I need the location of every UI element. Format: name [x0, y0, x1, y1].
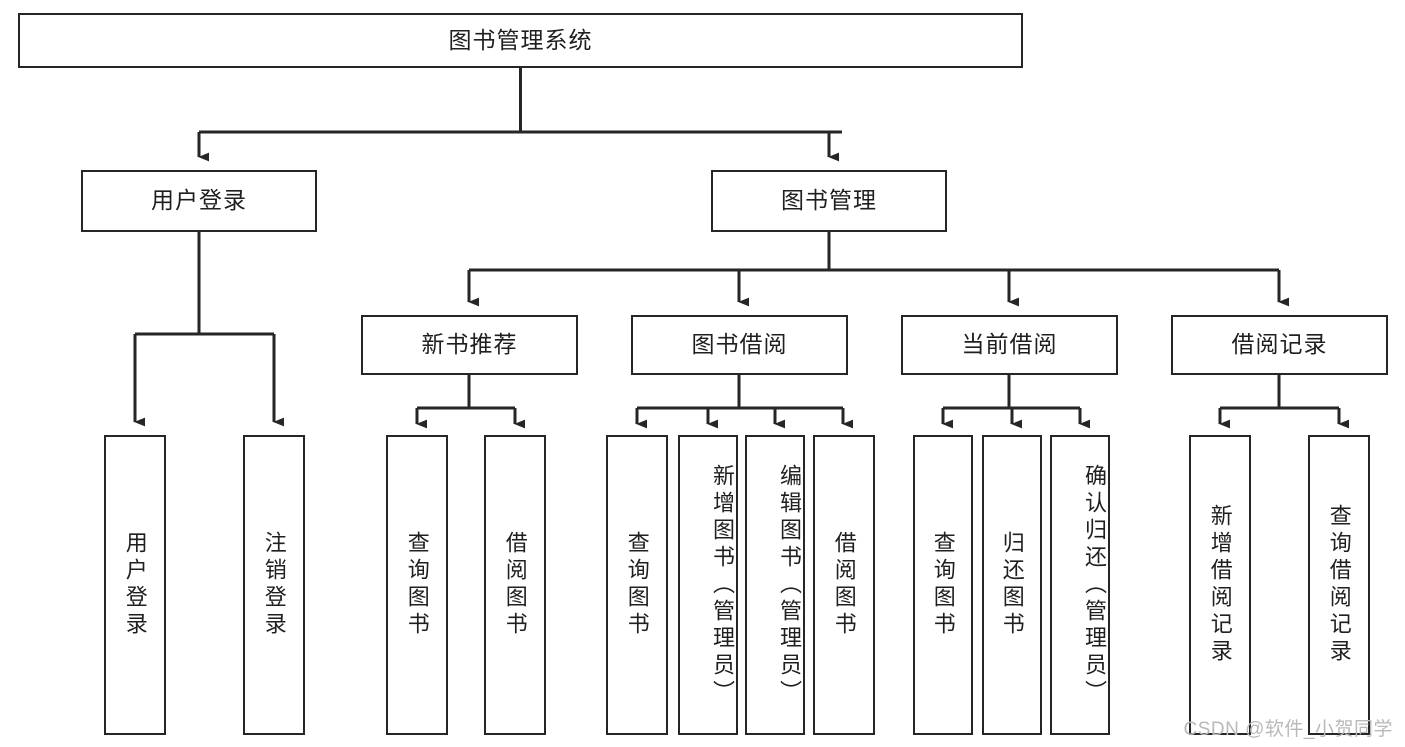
leaf-query-borrow-record[interactable]: 查询借阅记录 — [1308, 435, 1370, 735]
leaf-return-book[interactable]: 归还图书 — [982, 435, 1042, 735]
leaf-query-book-current[interactable]: 查询图书 — [913, 435, 973, 735]
leaf-label: 借阅图书 — [502, 531, 528, 639]
leaf-label: 新增图书（管理员） — [710, 463, 735, 707]
leaf-logout-login[interactable]: 注销登录 — [243, 435, 305, 735]
leaf-borrow-book[interactable]: 借阅图书 — [813, 435, 875, 735]
node-book-management-label: 图书管理 — [781, 187, 877, 214]
leaf-query-book-recommend[interactable]: 查询图书 — [386, 435, 448, 735]
leaf-label: 查询图书 — [624, 531, 650, 639]
leaf-borrow-book-recommend[interactable]: 借阅图书 — [484, 435, 546, 735]
leaf-edit-book-admin[interactable]: 编辑图书（管理员） — [745, 435, 805, 735]
node-borrow-record[interactable]: 借阅记录 — [1171, 315, 1388, 375]
leaf-label: 用户登录 — [122, 531, 148, 639]
node-root[interactable]: 图书管理系统 — [18, 13, 1023, 68]
node-root-label: 图书管理系统 — [448, 26, 593, 53]
node-book-borrow-label: 图书借阅 — [691, 331, 788, 358]
node-user-login[interactable]: 用户登录 — [81, 170, 317, 232]
node-book-management[interactable]: 图书管理 — [711, 170, 947, 232]
node-new-book-recommend-label: 新书推荐 — [421, 331, 518, 358]
leaf-label: 编辑图书（管理员） — [777, 463, 802, 707]
leaf-label: 确认归还（管理员） — [1082, 463, 1107, 707]
leaf-label: 归还图书 — [999, 531, 1025, 639]
leaf-add-book-admin[interactable]: 新增图书（管理员） — [678, 435, 738, 735]
node-book-borrow[interactable]: 图书借阅 — [631, 315, 848, 375]
node-current-borrow[interactable]: 当前借阅 — [901, 315, 1118, 375]
leaf-label: 查询借阅记录 — [1326, 504, 1352, 666]
leaf-confirm-return-admin[interactable]: 确认归还（管理员） — [1050, 435, 1110, 735]
node-borrow-record-label: 借阅记录 — [1231, 331, 1328, 358]
node-new-book-recommend[interactable]: 新书推荐 — [361, 315, 578, 375]
node-current-borrow-label: 当前借阅 — [961, 331, 1058, 358]
leaf-label: 注销登录 — [261, 531, 287, 639]
leaf-add-borrow-record[interactable]: 新增借阅记录 — [1189, 435, 1251, 735]
leaf-label: 新增借阅记录 — [1207, 504, 1233, 666]
leaf-query-book-borrow[interactable]: 查询图书 — [606, 435, 668, 735]
leaf-label: 查询图书 — [404, 531, 430, 639]
leaf-user-login[interactable]: 用户登录 — [104, 435, 166, 735]
leaf-label: 借阅图书 — [831, 531, 857, 639]
leaf-label: 查询图书 — [930, 531, 956, 639]
node-user-login-label: 用户登录 — [151, 187, 247, 214]
